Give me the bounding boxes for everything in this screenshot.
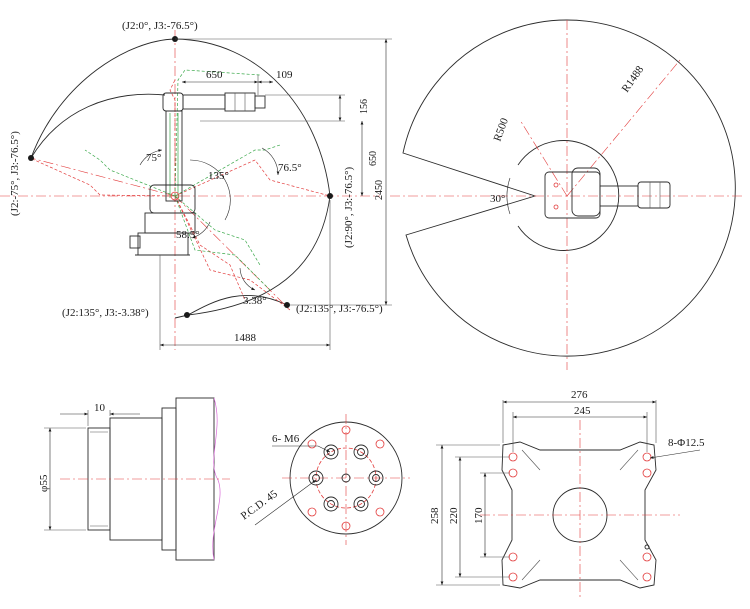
dim-650-top: 650 — [206, 69, 223, 81]
dim-245: 245 — [574, 405, 591, 417]
base-plate-outline — [501, 441, 657, 589]
endpoint-marker — [284, 302, 290, 308]
leader-line — [254, 479, 317, 526]
radius-line — [566, 59, 681, 197]
angle-135: 135° — [208, 170, 229, 182]
pcd-label: P.C.D. 45 — [239, 488, 281, 523]
flange-side-view: 10 φ55 — [38, 397, 230, 561]
angle-58-5: 58.5° — [176, 229, 200, 241]
dim-170: 170 — [473, 507, 485, 524]
angle-75: 75° — [146, 152, 161, 164]
thread-label: 6- M6 — [272, 433, 300, 445]
mounting-holes — [508, 452, 652, 582]
dim-220: 220 — [448, 507, 460, 524]
pose-line-red — [169, 79, 176, 196]
work-envelope-arc — [30, 38, 331, 319]
leader-line — [649, 449, 701, 459]
radius-line — [519, 119, 568, 197]
outer-holes — [307, 425, 385, 531]
reach-sector — [402, 19, 736, 357]
dim-650-right: 650 — [368, 151, 379, 166]
pose-label-bottom-left: (J2:135°, J3:-3.38°) — [62, 307, 149, 319]
dim-1488: 1488 — [234, 332, 257, 344]
pose-label-top: (J2:0°, J3:-76.5°) — [122, 20, 198, 32]
pose-line-red — [174, 159, 331, 197]
side-view: (J2:0°, J3:-76.5°) (J2:-75°, J3:-76.5°) … — [0, 20, 392, 350]
work-envelope-inner-arc-lower — [187, 294, 288, 316]
centerline-ray — [30, 157, 176, 197]
dim-10: 10 — [94, 402, 106, 414]
radius-label: R1488 — [620, 63, 647, 94]
dim-276: 276 — [571, 389, 588, 401]
base-plate-view: 276 245 8-Φ12.5 258 220 170 — [429, 389, 705, 600]
endpoint-marker — [184, 312, 190, 318]
inner-radius-label: R500 — [492, 116, 512, 143]
hole-label: 8-Φ12.5 — [668, 437, 705, 449]
pose-line-red — [174, 195, 246, 301]
break-line — [212, 397, 221, 561]
angle-30: 30° — [490, 193, 505, 205]
pose-label-bottom-right: (J2:135°, J3:-76.5°) — [296, 303, 383, 315]
endpoint-marker — [28, 155, 34, 161]
dim-phi55: φ55 — [38, 474, 50, 492]
dim-156: 156 — [359, 99, 370, 114]
angle-76-5: 76.5° — [278, 162, 302, 174]
pose-line-green — [174, 195, 271, 291]
pose-line-green — [174, 144, 281, 197]
flange-front-view: 6- M6 P.C.D. 45 — [239, 414, 410, 545]
pose-line-green — [174, 69, 261, 197]
dim-2450: 2450 — [374, 180, 385, 200]
angle-3-38: 3.38° — [243, 295, 267, 307]
robot-arm — [129, 92, 266, 256]
pose-line-red — [29, 157, 176, 197]
pose-line-green — [84, 149, 176, 197]
inner-reach-arc — [517, 140, 620, 251]
endpoint-marker — [327, 193, 333, 199]
threaded-holes — [308, 444, 384, 512]
work-envelope-inner-arc — [30, 93, 166, 159]
robot-top — [544, 167, 671, 219]
dim-109: 109 — [276, 69, 293, 81]
top-view: R1488 R500 30° — [390, 19, 745, 370]
dim-258: 258 — [429, 507, 441, 524]
pose-label-right: (J2:90°, J3:-76.5°) — [343, 166, 355, 248]
pose-label-left: (J2:-75°, J3:-76.5°) — [9, 131, 21, 216]
